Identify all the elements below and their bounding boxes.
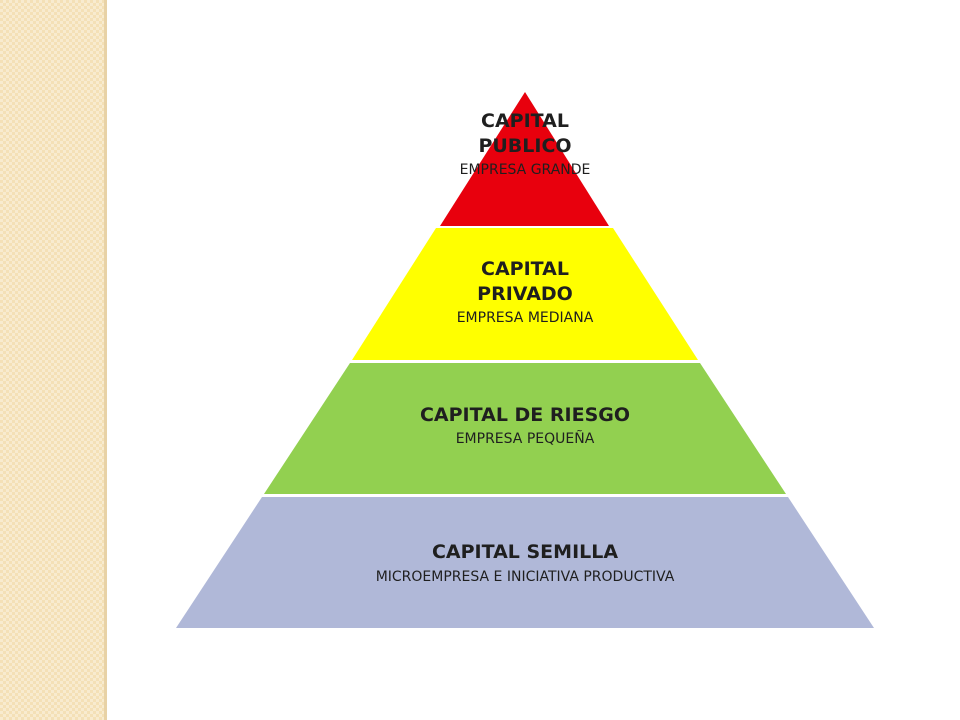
pyramid-level-3: CAPITAL DE RIESGO EMPRESA PEQUEÑA [264, 363, 786, 494]
level-3-title-line-1: CAPITAL DE RIESGO [420, 404, 630, 426]
level-2-shape [352, 228, 698, 360]
level-2-subtitle: EMPRESA MEDIANA [457, 310, 594, 326]
pyramid-level-4: CAPITAL SEMILLA MICROEMPRESA E INICIATIV… [176, 497, 874, 628]
level-3-subtitle: EMPRESA PEQUEÑA [456, 430, 595, 447]
level-4-shape [176, 497, 874, 628]
level-4-title-line-1: CAPITAL SEMILLA [432, 541, 618, 563]
level-1-subtitle: EMPRESA GRANDE [460, 162, 591, 178]
level-1-title-line-1: CAPITAL [481, 110, 569, 132]
level-2-title-line-1: CAPITAL [481, 258, 569, 280]
decorative-side-strip [0, 0, 104, 720]
side-strip-border [104, 0, 107, 720]
level-3-shape [264, 363, 786, 494]
level-2-title-line-2: PRIVADO [477, 283, 573, 305]
pyramid-level-2: CAPITAL PRIVADO EMPRESA MEDIANA [352, 228, 698, 360]
level-4-subtitle: MICROEMPRESA E INICIATIVA PRODUCTIVA [376, 569, 675, 585]
level-1-title-line-2: PUBLICO [478, 135, 571, 157]
pyramid-level-1: CAPITAL PUBLICO EMPRESA GRANDE [440, 92, 609, 226]
level-1-shape [440, 92, 609, 226]
